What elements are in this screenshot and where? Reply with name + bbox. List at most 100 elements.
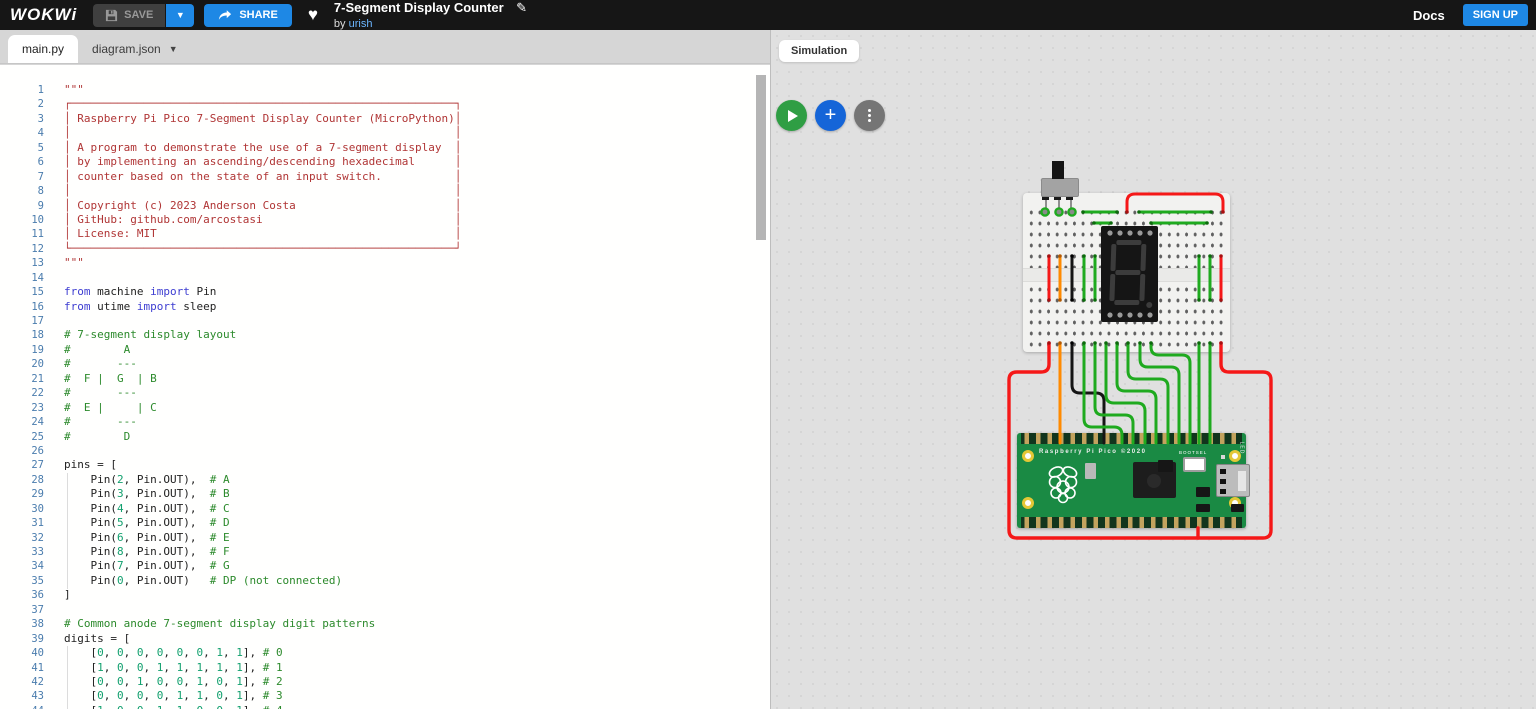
code-line: 25# D — [31, 429, 131, 443]
save-button-label: SAVE — [124, 9, 154, 21]
code-line: 7│ counter based on the state of an inpu… — [37, 169, 462, 183]
raspberry-pi-logo — [1048, 466, 1078, 504]
code-line: 18# 7-segment display layout — [31, 328, 237, 342]
slide-switch[interactable] — [1041, 178, 1079, 197]
switch-leg — [1045, 197, 1047, 212]
share-button-label: SHARE — [239, 9, 278, 21]
code-line: 2┌──────────────────────────────────────… — [37, 97, 462, 111]
editor-scrollbar-thumb[interactable] — [756, 75, 766, 240]
flash-chip — [1158, 460, 1173, 472]
project-title-block: 7-Segment Display Counter ✎ by urish — [334, 0, 527, 30]
code-line: 3│ Raspberry Pi Pico 7-Segment Display C… — [37, 111, 462, 125]
code-line: 30 Pin(4, Pin.OUT), # C — [31, 501, 230, 515]
wire-green — [1115, 341, 1158, 445]
author-link[interactable]: urish — [348, 18, 373, 30]
save-button-group: SAVE ▼ — [93, 3, 195, 27]
code-line: 22# --- — [31, 386, 137, 400]
floppy-icon — [106, 9, 118, 21]
code-line: 12└─────────────────────────────────────… — [31, 241, 462, 255]
edit-title-pencil-icon[interactable]: ✎ — [516, 0, 528, 15]
onboard-led — [1221, 455, 1225, 459]
wire-green — [1082, 341, 1124, 445]
top-toolbar: WOKWi SAVE ▼ SHARE ♥ 7-Segment Display C… — [0, 0, 1536, 30]
code-line: 19# A — [31, 342, 131, 356]
indent-guide — [67, 473, 68, 589]
tab-simulation[interactable]: Simulation — [779, 40, 860, 62]
like-heart-icon[interactable]: ♥ — [307, 5, 318, 24]
code-line: 28 Pin(2, Pin.OUT), # A — [31, 472, 230, 486]
code-line: 32 Pin(6, Pin.OUT), # E — [31, 530, 230, 544]
mounting-hole — [1022, 450, 1034, 462]
code-line: 38# Common anode 7-segment display digit… — [31, 617, 376, 631]
seven-segment-display[interactable] — [1101, 226, 1158, 322]
signup-button[interactable]: SIGN UP — [1462, 4, 1528, 26]
code-editor[interactable]: 1"""2┌──────────────────────────────────… — [0, 65, 770, 709]
code-line: 29 Pin(3, Pin.OUT), # B — [31, 487, 230, 501]
share-icon — [219, 10, 232, 20]
code-line: 4│ │ — [37, 126, 462, 140]
code-line: 20# --- — [31, 357, 137, 371]
wires-layer — [1007, 192, 1273, 540]
code-line: 33 Pin(8, Pin.OUT), # F — [31, 545, 230, 558]
code-line: 34 Pin(7, Pin.OUT), # G — [31, 559, 230, 573]
code-line: 11│ License: MIT │ — [31, 227, 462, 241]
code-line: 24# --- — [31, 415, 137, 429]
code-line: 10│ GitHub: github.com/arcostasi │ — [31, 212, 462, 226]
switch-leg — [1058, 197, 1060, 212]
switch-pad — [1066, 195, 1073, 200]
code-line: 43 [0, 0, 0, 0, 1, 1, 0, 1], # 3 — [31, 689, 283, 703]
pico-silkscreen-label: Raspberry Pi Pico ©2020 — [1039, 449, 1147, 455]
save-dropdown-button[interactable]: ▼ — [166, 3, 195, 27]
code-line: 6│ by implementing an ascending/descendi… — [37, 155, 462, 169]
raspberry-pi-pico[interactable]: Raspberry Pi Pico ©2020 BOOTSEL — [1017, 433, 1250, 528]
code-line: 23# E | | C — [31, 400, 157, 414]
code-line: 9│ Copyright (c) 2023 Anderson Costa │ — [37, 198, 462, 212]
wire-green — [1104, 341, 1147, 445]
slide-switch-knob[interactable] — [1052, 161, 1064, 179]
add-part-button[interactable]: + — [815, 100, 846, 131]
code-line: 13""" — [31, 256, 84, 270]
bootsel-label: BOOTSEL — [1179, 450, 1208, 455]
led-silk-label: LED — [1238, 441, 1245, 455]
code-line: 35 Pin(0, Pin.OUT) # DP (not connected) — [31, 573, 343, 587]
display-segments — [1109, 240, 1153, 308]
smd-component — [1196, 504, 1210, 512]
share-button[interactable]: SHARE — [204, 3, 292, 27]
code-line: 41 [1, 0, 0, 1, 1, 1, 1, 1], # 1 — [31, 660, 283, 674]
code-line: 17 — [31, 315, 44, 327]
simulation-controls: + — [776, 100, 885, 131]
circuit-canvas[interactable]: Raspberry Pi Pico ©2020 BOOTSEL — [771, 30, 1536, 709]
tab-diagram-json-label: diagram.json — [92, 42, 161, 56]
project-byline: by urish — [334, 19, 527, 30]
smd-component — [1231, 504, 1244, 512]
switch-leg — [1070, 197, 1072, 212]
bootsel-button[interactable] — [1183, 457, 1206, 472]
simulation-panel: Simulation + — [770, 30, 1536, 709]
editor-pane: main.py diagram.json ▼ 1"""2┌───────────… — [0, 30, 770, 709]
code-line: 5│ A program to demonstrate the use of a… — [37, 140, 462, 154]
tab-main-py[interactable]: main.py — [8, 35, 79, 63]
mounting-hole — [1022, 497, 1034, 509]
docs-link[interactable]: Docs — [1412, 7, 1445, 23]
code-line: 8│ │ — [37, 184, 462, 198]
wokwi-logo[interactable]: WOKWi — [10, 5, 78, 24]
file-tabbar: main.py diagram.json ▼ — [0, 30, 770, 64]
kebab-menu-icon — [868, 109, 871, 122]
wire-green — [1149, 341, 1192, 445]
wire-green — [1138, 341, 1181, 445]
byline-prefix: by — [333, 18, 346, 30]
code-line: 1""" — [37, 83, 84, 96]
code-line: 42 [0, 0, 1, 0, 0, 1, 0, 1], # 2 — [31, 674, 283, 688]
wire-green — [1126, 341, 1170, 445]
code-line: 37 — [31, 603, 44, 616]
switch-pad — [1054, 195, 1061, 200]
wire-green — [1093, 341, 1135, 445]
tab-diagram-json[interactable]: diagram.json ▼ — [78, 35, 192, 63]
indent-guide — [67, 646, 68, 709]
play-button[interactable] — [776, 100, 807, 131]
more-options-button[interactable] — [854, 100, 885, 131]
code-line: 26 — [31, 444, 44, 457]
save-button[interactable]: SAVE — [93, 3, 166, 27]
